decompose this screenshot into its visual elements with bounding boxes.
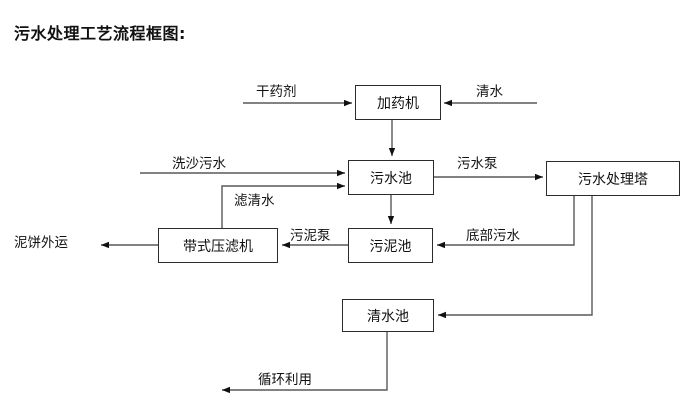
edge-label-clean-water: 清水 xyxy=(476,84,503,100)
terminal-label-mud-cake-transport: 泥饼外运 xyxy=(14,235,68,251)
edge-label-dry-chemical: 干药剂 xyxy=(256,84,297,100)
node-belt-filter-press-label: 带式压滤机 xyxy=(183,238,253,255)
node-sludge-pool-label: 污泥池 xyxy=(369,238,412,255)
node-treatment-tower-label: 污水处理塔 xyxy=(578,171,648,188)
edge-label-sludge-pump: 污泥泵 xyxy=(290,228,331,244)
edge-label-recycling-use: 循环利用 xyxy=(258,372,312,388)
edge-label-sand-wash-sewage: 洗沙污水 xyxy=(172,156,226,172)
edge-filtered-water-to-wastewater-pool xyxy=(221,182,345,228)
edge-clear-water-pool-to-recycle xyxy=(222,332,388,394)
page-title: 污水处理工艺流程框图: xyxy=(14,24,186,43)
edge-label-bottom-sewage: 底部污水 xyxy=(466,228,520,244)
node-wastewater-pool[interactable]: 污水池 xyxy=(348,160,434,195)
node-clear-water-pool-label: 清水池 xyxy=(367,308,409,325)
node-clear-water-pool[interactable]: 清水池 xyxy=(342,299,434,332)
edge-tower-bottom-sewage-to-sludge-pool xyxy=(437,196,575,249)
node-dosing-machine[interactable]: 加药机 xyxy=(355,85,441,120)
edge-tower-to-clear-water-pool xyxy=(438,196,593,319)
node-sludge-pool[interactable]: 污泥池 xyxy=(348,228,433,263)
node-dosing-machine-label: 加药机 xyxy=(377,95,419,112)
node-treatment-tower[interactable]: 污水处理塔 xyxy=(546,161,680,196)
edge-label-sewage-pump: 污水泵 xyxy=(457,156,498,172)
node-wastewater-pool-label: 污水池 xyxy=(370,170,412,187)
edge-label-filtered-clear-water: 滤清水 xyxy=(234,193,275,209)
node-belt-filter-press[interactable]: 带式压滤机 xyxy=(158,228,278,263)
